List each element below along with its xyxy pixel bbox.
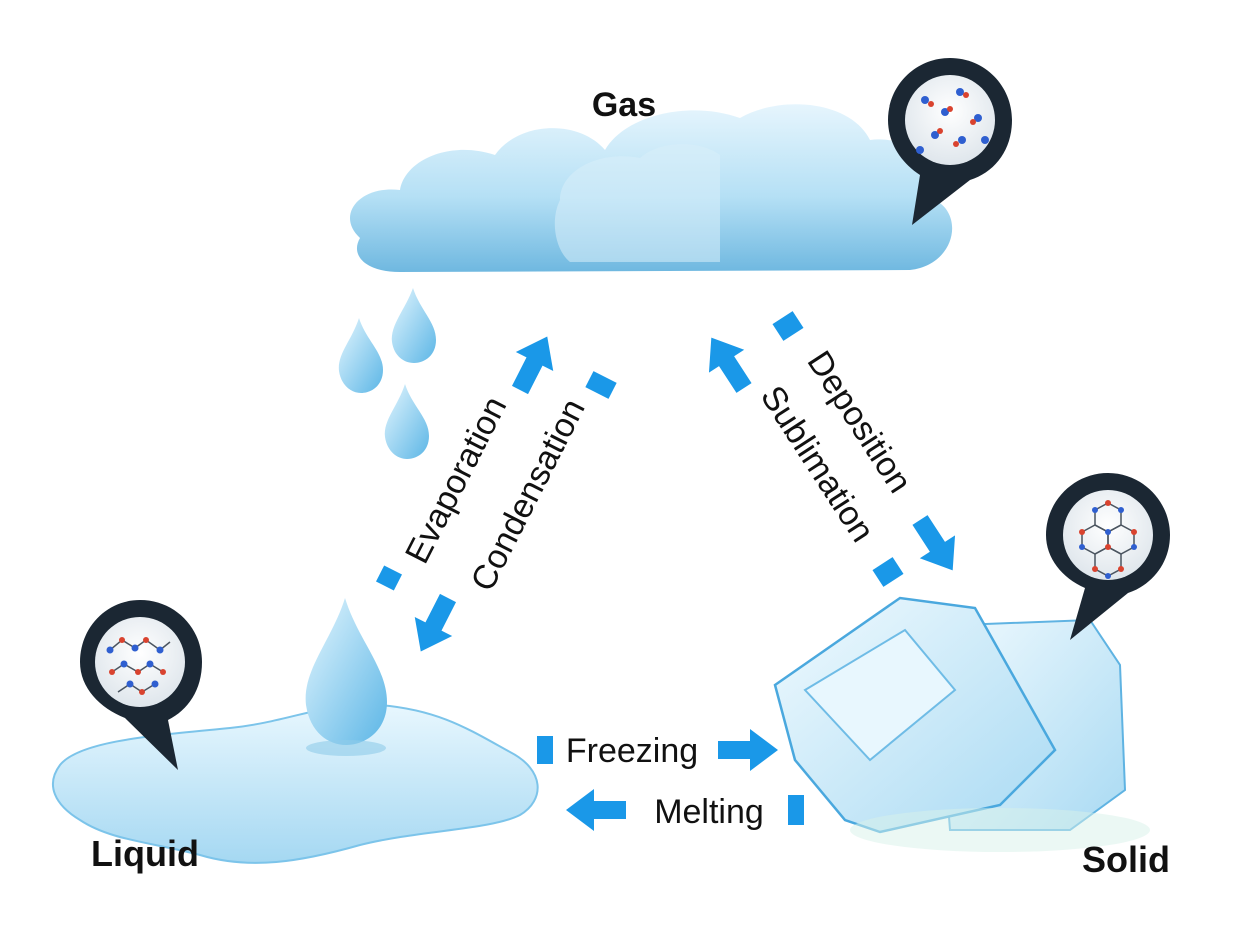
raindrop-icon xyxy=(338,288,436,459)
melting-arrow-tail xyxy=(788,795,804,825)
evaporation-arrow-tail xyxy=(376,565,402,591)
liquid-label: Liquid xyxy=(91,833,199,874)
ice-cube-icon xyxy=(773,596,1150,852)
sublimation-arrow-head xyxy=(693,326,762,400)
melting-label: Melting xyxy=(654,793,764,831)
condensation-arrow-head xyxy=(402,588,467,661)
molecule-pin-icon xyxy=(80,58,1170,770)
cloud-icon xyxy=(349,104,953,273)
sublimation-arrow-tail xyxy=(872,557,904,587)
freezing-arrow-tail xyxy=(537,736,553,764)
freezing-label: Freezing xyxy=(566,732,698,770)
condensation-arrow-tail xyxy=(585,371,617,399)
puddle-icon xyxy=(51,598,539,864)
evaporation-arrow-head xyxy=(501,327,566,400)
melting-arrow-head xyxy=(566,789,626,831)
deposition-arrow-head xyxy=(902,508,971,582)
deposition-arrow-tail xyxy=(772,311,804,341)
gas-label: Gas xyxy=(592,86,656,124)
solid-label: Solid xyxy=(1082,839,1170,880)
freezing-arrow-head xyxy=(718,729,778,771)
